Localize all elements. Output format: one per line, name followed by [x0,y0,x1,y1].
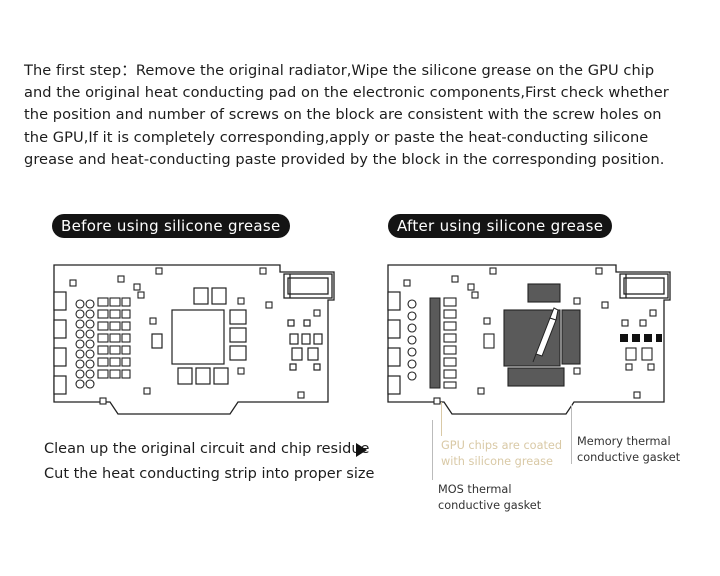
label-memory-gasket: Memory thermal conductive gasket [577,434,680,466]
intro-line: The first step：Remove the original radia… [24,62,655,79]
intro-line: the GPU,If it is completely correspondin… [24,128,649,146]
mos-chips [97,297,131,379]
gpu-grease-area [483,283,581,387]
triangle-right-icon [356,443,367,457]
intro-line: the position and number of screws on the… [24,106,662,124]
after-title-pill: After using silicone grease [388,214,613,238]
label-line: GPU chips are coated [441,439,563,452]
mos-circles [75,299,95,389]
label-mos-gasket: MOS thermal conductive gasket [438,482,541,514]
screw-holes [403,267,657,405]
board-outline [387,264,671,415]
board-outline [53,264,335,415]
caption-clean-up: Clean up the original circuit and chip r… [44,441,370,457]
memory-leader-line [571,404,572,464]
label-line: Memory thermal [577,435,671,448]
mos-chips [443,297,457,389]
board-ports [387,291,401,395]
gpu-leader-line [441,402,442,436]
intro-paragraph: The first step：Remove the original radia… [24,60,700,171]
label-line: conductive gasket [438,499,542,512]
label-line: MOS thermal [438,483,512,496]
mos-thermal-pad [429,297,441,389]
after-board-illustration [387,264,671,415]
board-ports [53,291,67,395]
intro-line: grease and heat-conducting paste provide… [24,150,665,168]
label-line: conductive gasket [577,451,681,464]
label-gpu-grease: GPU chips are coated with silicone greas… [441,438,562,470]
before-title-pill: Before using silicone grease [52,214,290,238]
gpu-area [151,287,247,385]
mos-leader-line [432,420,433,480]
screw-holes [69,267,321,405]
memory-thermal-pads [620,319,662,371]
before-board-illustration [53,264,335,415]
label-line: with silicone grease [441,455,553,468]
memory-area [287,319,323,371]
caption-cut-strip: Cut the heat conducting strip into prope… [44,466,375,482]
intro-line: and the original heat conducting pad on … [24,84,669,102]
mos-circles [407,299,417,381]
grease-syringe-icon [532,307,559,363]
